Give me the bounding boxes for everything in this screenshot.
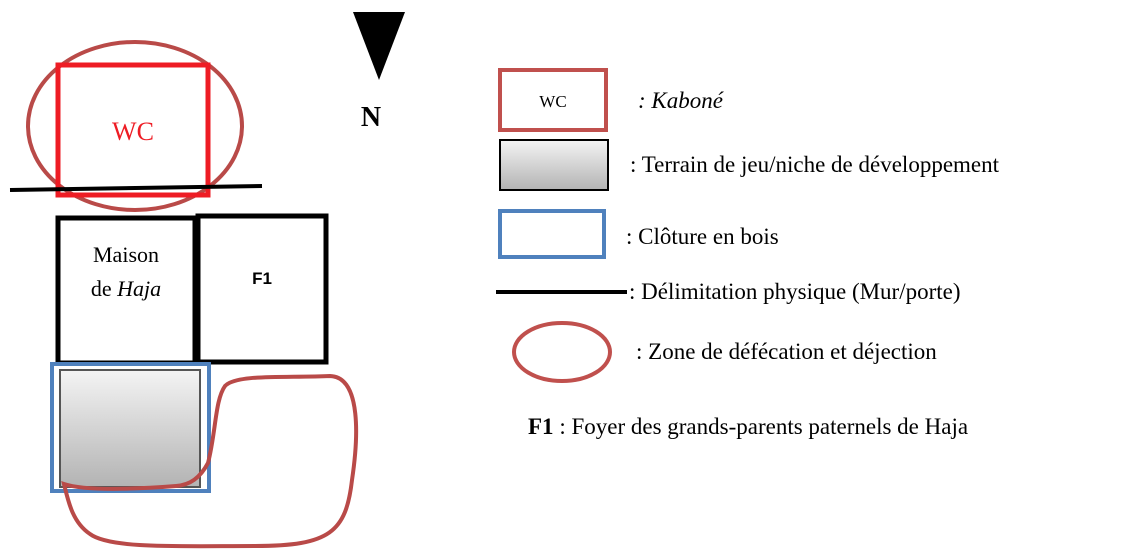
boundary-wall-line bbox=[9, 184, 263, 192]
legend-zone-swatch bbox=[512, 321, 612, 383]
defecation-zone-irregular bbox=[61, 373, 359, 549]
legend-playground-swatch bbox=[499, 139, 609, 191]
haja-house-label-line1: Maison bbox=[93, 242, 159, 267]
wc-label: WC bbox=[112, 117, 154, 146]
north-arrow-icon bbox=[353, 12, 405, 80]
wc-box bbox=[55, 62, 211, 198]
legend-boundary-text: : Délimitation physique (Mur/porte) bbox=[629, 279, 961, 304]
legend-f1-text: : Foyer des grands-parents paternels de … bbox=[554, 414, 969, 439]
legend-wc-sample-box bbox=[498, 68, 608, 132]
legend-wc-sample-label: WC bbox=[539, 92, 566, 111]
wooden-fence-box bbox=[50, 362, 211, 493]
legend-f1-line: F1 : Foyer des grands-parents paternels … bbox=[528, 414, 968, 439]
legend-zone-text: : Zone de défécation et déjection bbox=[636, 339, 937, 364]
north-label: N bbox=[361, 102, 381, 133]
legend-fence-swatch bbox=[498, 209, 606, 259]
legend-f1-key: F1 bbox=[528, 414, 554, 439]
legend-wc-text: : Kaboné bbox=[638, 88, 725, 113]
legend-fence-text: : Clôture en bois bbox=[626, 224, 779, 249]
haja-house-label-name: Haja bbox=[116, 276, 161, 301]
legend-playground-text: : Terrain de jeu/niche de développement bbox=[630, 152, 1000, 177]
f1-house-box bbox=[195, 213, 329, 365]
f1-label: F1 bbox=[252, 269, 272, 288]
haja-house-label-prefix: de bbox=[91, 276, 117, 301]
playground-area bbox=[60, 370, 200, 487]
haja-house-label-line2: de Haja bbox=[91, 276, 161, 301]
wc-defecation-zone-ellipse bbox=[26, 40, 244, 212]
